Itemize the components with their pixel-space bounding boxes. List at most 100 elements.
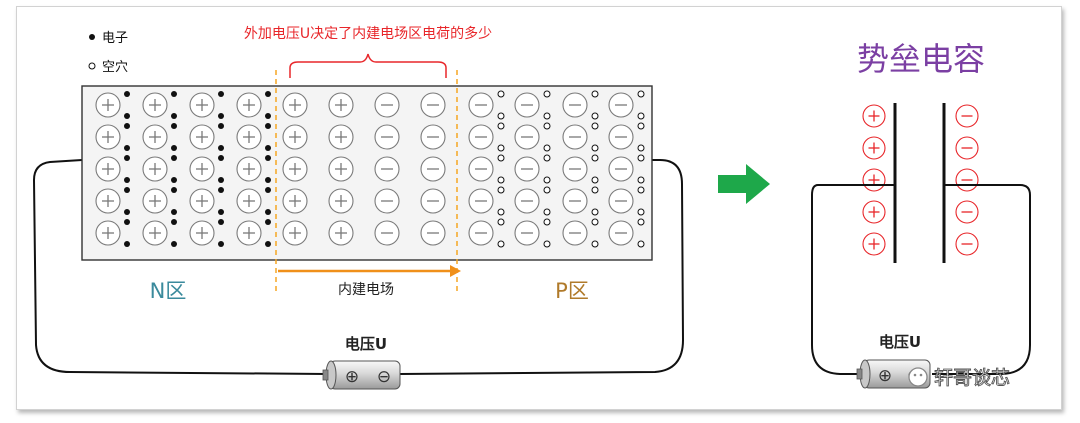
acceptor-ion bbox=[562, 188, 588, 214]
p-region-label: P区 bbox=[555, 279, 589, 303]
capacitor-charges bbox=[862, 104, 979, 256]
electron-dot bbox=[265, 113, 271, 119]
acceptor-ion bbox=[562, 124, 588, 150]
hole-dot bbox=[543, 208, 551, 216]
donor-ion bbox=[142, 92, 168, 118]
donor-ion bbox=[282, 188, 308, 214]
acceptor-ion bbox=[420, 92, 446, 118]
acceptor-ion bbox=[468, 188, 494, 214]
acceptor-ion bbox=[420, 124, 446, 150]
donor-ion bbox=[95, 92, 121, 118]
acceptor-ion bbox=[374, 92, 400, 118]
donor-ion bbox=[189, 220, 215, 246]
hole-dot bbox=[543, 186, 551, 194]
hole-dot bbox=[543, 240, 551, 248]
donor-ion bbox=[95, 156, 121, 182]
electron-dot bbox=[124, 145, 130, 151]
hole-legend-dot bbox=[88, 62, 96, 70]
hole-dot bbox=[637, 176, 645, 184]
electron-dot bbox=[265, 241, 271, 247]
electron-dot bbox=[171, 155, 177, 161]
hole-dot bbox=[543, 176, 551, 184]
hole-dot bbox=[591, 154, 599, 162]
hole-dot bbox=[543, 218, 551, 226]
electron-dot bbox=[171, 177, 177, 183]
acceptor-ion bbox=[374, 156, 400, 182]
hole-dot bbox=[637, 240, 645, 248]
acceptor-ion bbox=[374, 220, 400, 246]
acceptor-ion bbox=[608, 92, 634, 118]
n-region-label: N区 bbox=[150, 279, 187, 303]
donor-ion bbox=[282, 156, 308, 182]
acceptor-ion bbox=[420, 220, 446, 246]
acceptor-ion bbox=[468, 156, 494, 182]
donor-ion bbox=[95, 188, 121, 214]
hole-dot bbox=[543, 90, 551, 98]
capacitor-positive-charge bbox=[862, 136, 886, 160]
acceptor-ion bbox=[562, 156, 588, 182]
hole-dot bbox=[637, 186, 645, 194]
hole-dot bbox=[497, 122, 505, 130]
acceptor-ion bbox=[608, 188, 634, 214]
donor-ion bbox=[189, 92, 215, 118]
hole-dot bbox=[637, 144, 645, 152]
depletion-brace bbox=[289, 53, 447, 78]
donor-ion bbox=[328, 220, 354, 246]
right-battery-plus: ⊕ bbox=[878, 366, 892, 386]
donor-ion bbox=[236, 156, 262, 182]
electron-dot bbox=[124, 219, 130, 225]
hole-dot bbox=[497, 208, 505, 216]
acceptor-ion bbox=[514, 220, 540, 246]
electron-dot bbox=[124, 123, 130, 129]
electron-dot bbox=[124, 91, 130, 97]
hole-dot bbox=[637, 218, 645, 226]
left-circuit-wire bbox=[32, 159, 685, 375]
hole-dot bbox=[543, 144, 551, 152]
capacitor-negative-charge bbox=[955, 104, 979, 128]
electron-dot bbox=[265, 219, 271, 225]
capacitor-positive-charge bbox=[862, 168, 886, 192]
left-battery-minus: ⊖ bbox=[377, 367, 391, 387]
donor-ion bbox=[142, 156, 168, 182]
acceptor-ion bbox=[374, 188, 400, 214]
hole-dot bbox=[543, 112, 551, 120]
donor-ion bbox=[236, 124, 262, 150]
capacitor-negative-charge bbox=[955, 168, 979, 192]
electron-dot bbox=[218, 145, 224, 151]
electron-dot bbox=[218, 155, 224, 161]
electron-dot bbox=[218, 187, 224, 193]
watermark-text: 轩哥谈芯 bbox=[934, 367, 1010, 389]
capacitor-circuit-wire bbox=[811, 184, 1031, 375]
electron-dot bbox=[124, 241, 130, 247]
acceptor-ion bbox=[608, 156, 634, 182]
donor-ion bbox=[236, 220, 262, 246]
hole-dot bbox=[637, 112, 645, 120]
electron-legend-label: 电子 bbox=[102, 31, 128, 46]
hole-dot bbox=[497, 176, 505, 184]
hole-dot bbox=[637, 90, 645, 98]
acceptor-ion bbox=[608, 220, 634, 246]
capacitor-positive-charge bbox=[862, 200, 886, 224]
electron-dot bbox=[171, 241, 177, 247]
electron-dot bbox=[265, 145, 271, 151]
donor-ion bbox=[95, 220, 121, 246]
hole-dot bbox=[591, 208, 599, 216]
donor-ion bbox=[142, 124, 168, 150]
hole-dot bbox=[543, 122, 551, 130]
watermark: 轩哥谈芯 bbox=[908, 367, 1010, 389]
capacitor-positive-charge bbox=[862, 104, 886, 128]
electron-dot bbox=[218, 91, 224, 97]
donor-ion bbox=[236, 188, 262, 214]
hole-dot bbox=[591, 90, 599, 98]
acceptor-ion bbox=[468, 124, 494, 150]
electron-dot bbox=[265, 209, 271, 215]
donor-ion bbox=[142, 188, 168, 214]
acceptor-ion bbox=[514, 92, 540, 118]
capacitor-negative-charge bbox=[955, 232, 979, 256]
wechat-icon bbox=[908, 367, 928, 387]
acceptor-ion bbox=[562, 92, 588, 118]
donor-ion bbox=[282, 92, 308, 118]
electron-dot bbox=[218, 219, 224, 225]
